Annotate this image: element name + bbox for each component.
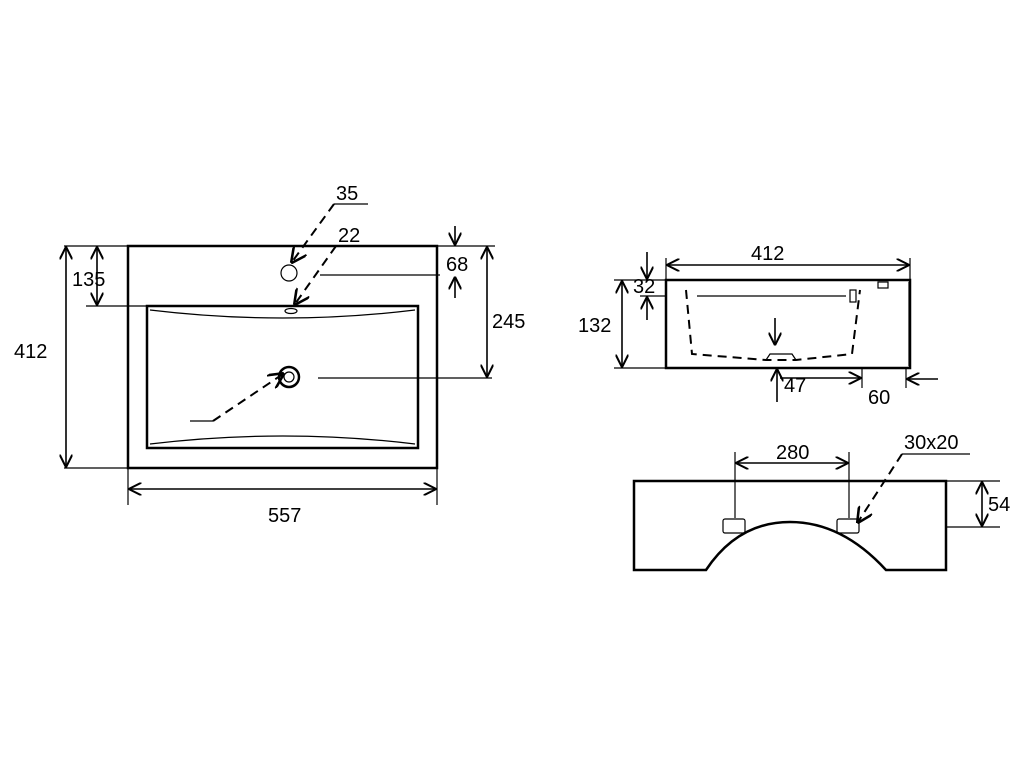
bowl-top-curve: [149, 309, 416, 319]
side-drain-pos-label: 47: [784, 375, 806, 397]
basin-outer-outline: [126, 244, 439, 470]
overflow-dia-label: 22: [338, 225, 360, 247]
bowl-bottom-curve: [149, 435, 416, 445]
drain-hole-outer: [277, 365, 301, 389]
basin-bowl-outline: [145, 304, 420, 450]
back-outline: [632, 479, 948, 572]
bracket-hole-right: [836, 518, 860, 534]
side-view: 412 132 32 47 60: [578, 243, 938, 409]
bracket-size-label: 30x20: [904, 432, 959, 454]
width-label: 557: [268, 505, 301, 527]
side-height-label: 132: [578, 315, 611, 337]
overflow-hole: [284, 307, 298, 315]
overflow-leader: [295, 245, 337, 304]
side-rim-label: 32: [633, 276, 655, 298]
tap-hole: [280, 264, 298, 282]
side-outline: [664, 278, 912, 370]
bracket-hole-left: [722, 518, 746, 534]
bracket-spacing-label: 280: [776, 442, 809, 464]
tap-offset-label: 135: [72, 269, 105, 291]
bracket-size-leader: [858, 453, 903, 522]
side-length-label: 412: [751, 243, 784, 265]
drain-hole-inner: [283, 371, 295, 383]
back-height-label: 54: [988, 494, 1010, 516]
drain-offset-label: 245: [492, 311, 525, 333]
side-overflow-slot: [877, 281, 889, 289]
tap-hole-dia-label: 35: [336, 183, 358, 205]
top-view: 412 135 557 245 68 35 22: [14, 183, 525, 527]
tap-hole-leader: [292, 203, 335, 262]
back-view: 280 30x20 54: [632, 432, 1010, 572]
rim-front-label: 68: [446, 254, 468, 276]
drain-leader: [212, 374, 283, 422]
side-bowl-profile: [685, 289, 861, 361]
side-back-ledge-label: 60: [868, 387, 890, 409]
depth-label: 412: [14, 341, 47, 363]
